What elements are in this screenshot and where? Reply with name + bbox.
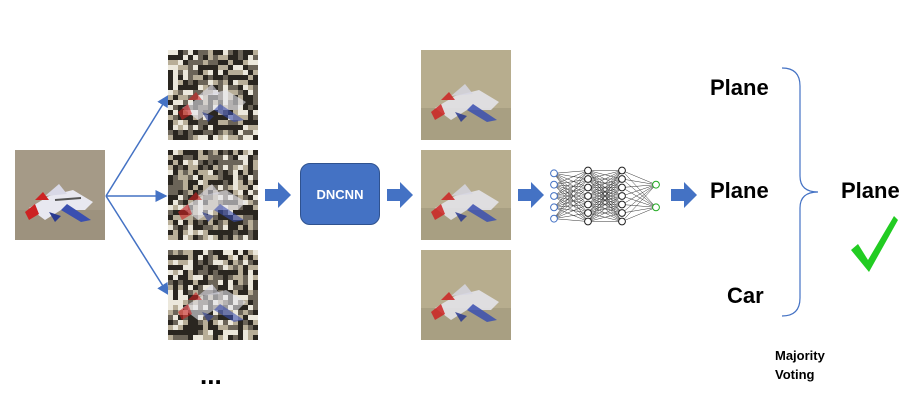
- denoised-image-3: [421, 250, 511, 340]
- checkmark-icon: [851, 216, 898, 272]
- more-samples-ellipsis: ...: [200, 360, 222, 390]
- arrow-to-denoised: [387, 182, 413, 208]
- denoised-image-2: [421, 150, 511, 240]
- final-prediction: Plane: [841, 178, 900, 203]
- denoised-image-1: [421, 50, 511, 140]
- fan-arrow-bottom: [105, 195, 169, 296]
- majority-voting-label: Majority Voting: [775, 346, 825, 384]
- fan-arrow-top: [105, 94, 169, 197]
- prediction-2: Plane: [710, 178, 769, 203]
- dncnn-denoiser-block: DNCNN: [300, 163, 380, 225]
- dncnn-label: DNCNN: [316, 186, 364, 202]
- noisy-image-1: [168, 50, 258, 140]
- voting-brace: [781, 67, 819, 317]
- noisy-image-3: [168, 250, 258, 340]
- majority-voting-line-1: Majority: [775, 348, 825, 363]
- prediction-1: Plane: [710, 75, 769, 100]
- classifier-network-icon: [550, 166, 660, 226]
- prediction-3: Car: [727, 283, 764, 308]
- arrow-to-predictions: [671, 182, 697, 208]
- input-image: [15, 150, 105, 240]
- arrow-to-denoiser: [265, 182, 291, 208]
- noisy-image-2: [168, 150, 258, 240]
- arrow-to-classifier: [518, 182, 544, 208]
- majority-voting-line-2: Voting: [775, 367, 815, 382]
